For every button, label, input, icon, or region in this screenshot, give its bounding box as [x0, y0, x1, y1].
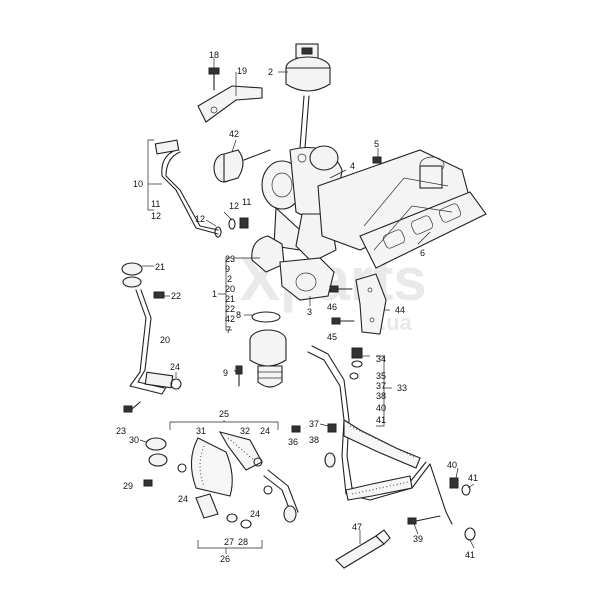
bolt-18	[208, 67, 220, 91]
callout-36: 36	[288, 437, 298, 447]
callout-34: 34	[376, 354, 386, 364]
oil-supply-line-10	[154, 139, 219, 235]
clamp-24	[170, 378, 182, 390]
clamps-24	[177, 457, 273, 495]
bolt-29	[143, 479, 153, 487]
watermark-suffix: .ua	[380, 310, 413, 335]
callout-11: 11	[151, 199, 160, 209]
callout-42: 42	[229, 129, 239, 139]
callout-33: 33	[397, 383, 407, 393]
stud-5	[372, 156, 382, 164]
banjo-fitting-27-28	[195, 493, 252, 529]
callout-41: 41	[376, 415, 386, 425]
callout-12-seal-a: 12	[195, 214, 205, 224]
callout-47: 47	[352, 522, 362, 532]
callout-40-lower: 40	[447, 460, 457, 470]
coolant-hose-31	[190, 437, 233, 497]
callout-2-group: 2	[227, 274, 232, 284]
callout-31: 31	[196, 426, 206, 436]
callout-40: 40	[376, 403, 386, 413]
callout-22: 22	[171, 291, 181, 301]
callout-29: 29	[123, 481, 133, 491]
grease-tube-47	[335, 529, 391, 569]
callout-45: 45	[327, 332, 337, 342]
bolt-39	[407, 515, 441, 525]
callout-39: 39	[413, 534, 423, 544]
callout-2: 2	[268, 67, 273, 77]
callout-41-lower: 41	[465, 550, 475, 560]
callout-10: 10	[133, 179, 143, 189]
callout-20-group: 20	[225, 284, 235, 294]
coolant-line-33	[307, 345, 431, 501]
callout-24-upper: 24	[260, 426, 270, 436]
callout-23-top: 23	[225, 254, 235, 264]
callout-25: 25	[219, 409, 229, 419]
callout-26: 26	[220, 554, 230, 564]
callout-6: 6	[420, 248, 425, 258]
callout-23: 23	[116, 426, 126, 436]
callout-46: 46	[327, 302, 337, 312]
callout-32: 32	[240, 426, 250, 436]
callout-24-right: 24	[250, 509, 260, 519]
outlet-elbow-7	[249, 329, 287, 388]
callout-9: 9	[223, 368, 228, 378]
seal-12-and-banjo-11	[214, 217, 249, 238]
callout-20: 20	[160, 335, 170, 345]
callout-38-lower: 38	[309, 435, 319, 445]
bolt-9	[235, 365, 243, 387]
bolt-22	[153, 291, 165, 299]
callout-41-upper: 41	[468, 473, 478, 483]
callout-8: 8	[236, 310, 241, 320]
union-34-35	[349, 347, 363, 380]
callout-44: 44	[395, 305, 405, 315]
bolt-23	[123, 401, 141, 413]
callout-9-top: 9	[225, 264, 230, 274]
callout-5: 5	[374, 139, 379, 149]
callout-11-banjo: 11	[242, 197, 251, 207]
callout-27: 27	[224, 537, 234, 547]
heat-shield-44	[355, 273, 387, 335]
callout-24: 24	[170, 362, 180, 372]
union-40-41	[429, 463, 476, 541]
line-fittings-36-38	[291, 423, 337, 468]
callout-12: 12	[151, 211, 161, 221]
callout-3: 3	[307, 307, 312, 317]
callout-21-group: 21	[225, 294, 235, 304]
bolt-46	[329, 285, 353, 293]
boot-42	[213, 149, 271, 183]
callout-21: 21	[155, 262, 165, 272]
wastegate-actuator-2	[285, 43, 331, 149]
callout-42-group: 42	[225, 314, 235, 324]
callout-35: 35	[376, 371, 386, 381]
callout-38: 38	[376, 391, 386, 401]
callout-24-left: 24	[178, 494, 188, 504]
callout-labels: 18 19 2 42 5 4 10 11 12 12 12 11 6 23 9 …	[116, 50, 478, 564]
bracket-19	[197, 85, 263, 123]
leader-lines	[139, 58, 475, 554]
callout-30: 30	[129, 435, 139, 445]
o-ring-8	[251, 311, 281, 323]
bolt-45	[331, 317, 355, 325]
callout-7: 7	[226, 325, 231, 335]
callout-19: 19	[237, 66, 247, 76]
callout-37: 37	[376, 381, 386, 391]
callout-37-lower: 37	[309, 419, 319, 429]
callout-22-group: 22	[225, 304, 235, 314]
manifold-gasket	[359, 177, 487, 269]
coolant-hose-32	[218, 431, 263, 471]
callout-18: 18	[209, 50, 219, 60]
coolant-flange-30	[145, 437, 168, 467]
callout-12-seal-b: 12	[229, 201, 239, 211]
coolant-pipe	[263, 469, 299, 523]
oil-return-line-20	[121, 262, 174, 395]
callout-28: 28	[238, 537, 248, 547]
callout-1: 1	[212, 289, 217, 299]
callout-4: 4	[350, 161, 355, 171]
